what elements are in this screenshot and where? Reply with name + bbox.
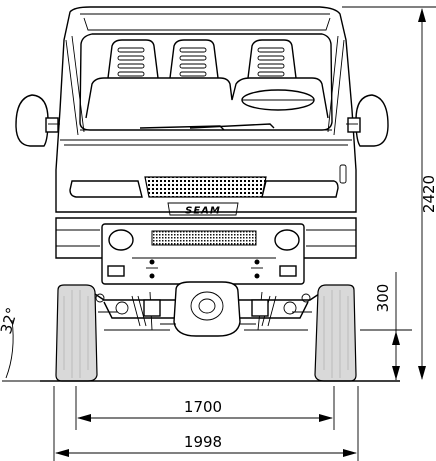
height-dimension: 2420: [342, 6, 436, 380]
fog-light-left: [108, 229, 134, 251]
track-width-dimension: 1700: [75, 386, 335, 430]
brand-badge: SEAM: [167, 202, 239, 217]
overall-width-label: 1998: [184, 433, 222, 451]
seat-center: [169, 39, 219, 79]
wiper-right: [189, 123, 275, 129]
seat-left: [107, 39, 159, 79]
height-dimension-label: 2420: [420, 175, 436, 213]
track-width-label: 1700: [184, 398, 222, 416]
ground-clearance-dimension: 300: [360, 272, 412, 380]
differential: [173, 281, 241, 337]
cab-body: [55, 6, 357, 213]
headlight-left: [69, 180, 143, 198]
ground-clearance-label: 300: [374, 284, 392, 313]
windshield: [79, 33, 333, 131]
indicator-left: [107, 265, 125, 277]
approach-angle-dimension: 32°: [0, 306, 40, 382]
bumper: [55, 217, 357, 285]
lower-grille: [151, 230, 257, 246]
undercarriage: [91, 281, 323, 337]
wheel-left: [55, 284, 98, 382]
brand-badge-text: SEAM: [185, 206, 221, 217]
indicator-right: [279, 265, 297, 277]
seat-right: [247, 39, 297, 79]
mirror-right: [346, 94, 389, 147]
upper-grille: [144, 176, 267, 198]
fog-light-right: [274, 229, 300, 251]
mirror-left: [15, 94, 60, 147]
overall-width-dimension: 1998: [53, 386, 359, 461]
wheel-right: [314, 284, 357, 382]
front-fascia: SEAM: [60, 139, 352, 217]
approach-angle-label: 32°: [0, 306, 21, 336]
headlight-right: [261, 180, 339, 198]
